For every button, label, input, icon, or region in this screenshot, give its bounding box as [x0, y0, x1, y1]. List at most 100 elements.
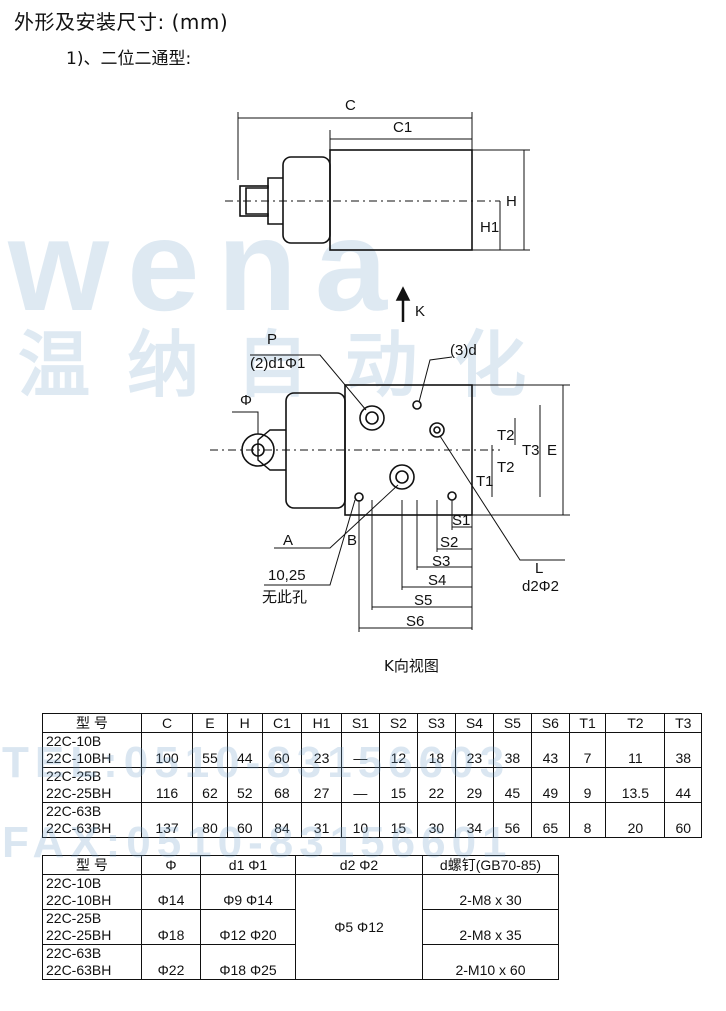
dim-s2-label: S2	[440, 534, 458, 551]
d1-cell: Φ9 Φ14	[200, 874, 296, 910]
bolt-cell: 2-M8 x 35	[422, 909, 559, 945]
header-cell: T1	[568, 713, 607, 733]
model-name: 22C-63B	[46, 945, 102, 961]
dim-c1-label: C1	[393, 119, 412, 136]
value-cell: 49	[530, 767, 570, 803]
l-label: L	[535, 560, 543, 577]
table-header-row: 型 号 Φ d1 Φ1 d2 Φ2 d螺钉(GB70-85)	[42, 855, 559, 875]
header-cell: T3	[664, 713, 702, 733]
dim-s3-label: S3	[432, 553, 450, 570]
value-cell: 23	[301, 732, 342, 768]
value-cell: 38	[492, 732, 532, 768]
phi-cell: Φ22	[141, 944, 201, 980]
d1-cell: Φ18 Φ25	[200, 944, 296, 980]
value-cell: 80	[192, 802, 228, 838]
dim-e-label: E	[547, 442, 557, 459]
model-name: 22C-25BH	[46, 927, 112, 943]
dim-s6-label: S6	[406, 613, 424, 630]
port-a-label: A	[283, 532, 293, 549]
header-cell: E	[192, 713, 228, 733]
model-name: 22C-63BH	[46, 820, 112, 836]
value-cell: 52	[226, 767, 263, 803]
value-cell: 60	[664, 802, 702, 838]
value-cell: 60	[226, 802, 263, 838]
value-cell: 7	[568, 732, 607, 768]
watermark-brand: wena 温 纳 自 动 化	[7, 192, 532, 407]
d1-cell: Φ12 Φ20	[200, 909, 296, 945]
header-cell: C1	[261, 713, 303, 733]
value-cell: 45	[492, 767, 532, 803]
value-cell: 38	[664, 732, 702, 768]
phi-label: Φ	[240, 392, 252, 409]
header-cell: S1	[340, 713, 380, 733]
d1-label: (2)d1Φ1	[250, 355, 305, 372]
port-b-label: B	[347, 532, 357, 549]
model-name: 22C-63BH	[46, 962, 112, 978]
dim-t3-label: T3	[522, 442, 540, 459]
header-cell: H	[226, 713, 263, 733]
solenoid-outline	[282, 156, 331, 244]
header-cell: S5	[492, 713, 532, 733]
header-cell: S3	[416, 713, 456, 733]
value-cell: 15	[378, 802, 418, 838]
value-cell: 13.5	[605, 767, 666, 803]
section-subheading: 1)、二位二通型:	[66, 49, 192, 69]
page-heading: 外形及安装尺寸: (mm)	[14, 10, 229, 34]
watermark-brand-cn: 温 纳 自 动 化	[18, 323, 532, 407]
dim-t1-label: T1	[476, 473, 494, 490]
watermark-fax: FAX:0510-83156601	[2, 818, 513, 867]
dim-s5-label: S5	[414, 592, 432, 609]
model-name: 22C-10BH	[46, 892, 112, 908]
dimension-table: 型 号 C E H C1 H1 S1 S2 S3 S4 S5 S6 T1 T2 …	[42, 713, 702, 838]
header-cell: T2	[605, 713, 666, 733]
phi-cell: Φ18	[141, 909, 201, 945]
dim-h1-label: H1	[480, 219, 499, 236]
d3-label: (3)d	[450, 342, 477, 359]
value-cell: 65	[530, 802, 570, 838]
header-cell: 型 号	[42, 713, 142, 733]
port-p-label: P	[267, 331, 277, 348]
value-cell: 44	[664, 767, 702, 803]
dim-t2b-label: T2	[497, 459, 515, 476]
dim-c-label: C	[345, 97, 356, 114]
header-cell: d螺钉(GB70-85)	[422, 855, 559, 875]
model-name: 22C-25B	[46, 910, 102, 926]
value-cell: 27	[301, 767, 342, 803]
d2-cell: Φ5 Φ12	[295, 874, 423, 980]
model-name: 22C-10B	[46, 875, 102, 891]
value-cell: 100	[140, 732, 194, 768]
technical-drawing: wena 温 纳 自 动 化 C C1 H H1 K	[7, 97, 570, 632]
note-nohole-label: 无此孔	[262, 589, 307, 606]
value-cell: 8	[568, 802, 607, 838]
dim-h-label: H	[506, 193, 517, 210]
model-name: 22C-25B	[46, 768, 102, 784]
header-cell: C	[140, 713, 194, 733]
note-1025-label: 10,25	[268, 567, 306, 584]
header-cell: H1	[301, 713, 342, 733]
k-view: E T3 T2 T2 T1 S1 S2 S3 S4 S5 S6 P (2)d1Φ…	[210, 331, 570, 632]
header-cell: S2	[378, 713, 418, 733]
value-cell: 137	[140, 802, 194, 838]
dim-s4-label: S4	[428, 572, 446, 589]
value-cell: 20	[605, 802, 666, 838]
value-cell: 18	[416, 732, 456, 768]
model-name: 22C-25BH	[46, 785, 112, 801]
top-view: C C1 H H1 K	[225, 97, 530, 322]
watermark-tel: TEL:0510-83156603	[2, 738, 511, 787]
model-name: 22C-10B	[46, 733, 102, 749]
value-cell: 30	[416, 802, 456, 838]
header-cell: S4	[454, 713, 494, 733]
d2-label: d2Φ2	[522, 578, 559, 595]
phi-cell: Φ14	[141, 874, 201, 910]
